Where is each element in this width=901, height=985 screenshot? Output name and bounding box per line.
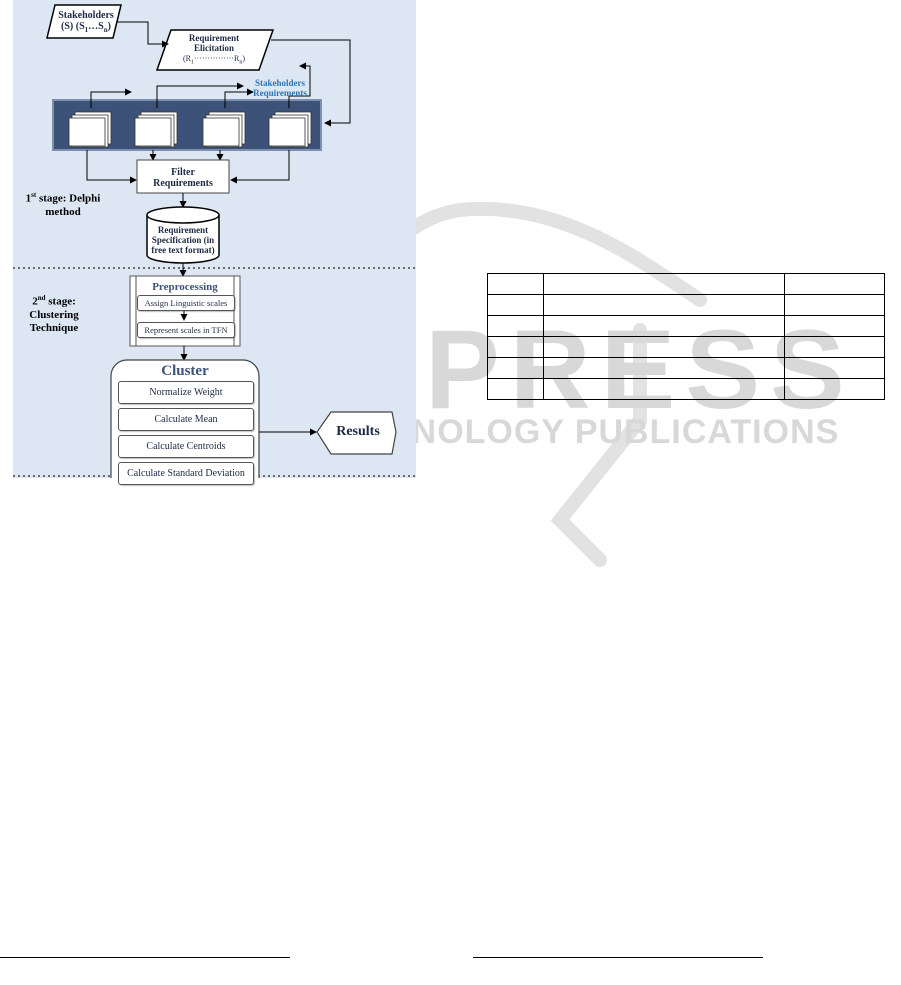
table-cell [487,315,544,337]
table-cell [784,378,885,400]
footnote-rule-right [473,957,763,958]
table-row [487,336,885,358]
stakeholders-label: Stakeholders [58,10,114,21]
table-cell [784,294,885,316]
table-row [487,294,885,316]
elicitation-label-2: Elicitation [194,42,234,53]
represent-tfn-step: Represent scales in TFN [137,322,235,338]
results-shape [316,411,397,455]
table-cell [487,336,544,358]
spec-label-2: Specification (in [151,234,215,245]
elicitation-shape [155,29,275,71]
stakeholders-requirements-1: Stakeholders [254,78,305,88]
normalize-weight-step: Normalize Weight [118,381,254,404]
table-row [487,357,885,379]
cluster-title: Cluster [161,363,209,379]
table-cell [784,336,885,358]
table-row [487,378,885,400]
table-row [487,273,885,295]
table-cell [542,315,786,337]
stakeholders-set: (S) (S1…Sn) [61,21,111,34]
empty-table [487,273,885,400]
table-cell [542,273,786,295]
calculate-std-dev-step: Calculate Standard Deviation [118,462,254,485]
table-cell [487,357,544,379]
methodology-figure: Stakeholders (S) (S1…Sn) Requirement Eli… [13,0,416,485]
stage2-label: 2nd stage: Clustering Technique [29,294,79,335]
table-cell [487,294,544,316]
filter-box [136,159,230,194]
table-cell [542,294,786,316]
table-cell [487,378,544,400]
table-cell [784,357,885,379]
elicitation-range: (R1···············Rn) [183,53,245,66]
filter-label-1: Filter [171,167,195,178]
table-cell [542,378,786,400]
table-cell [784,315,885,337]
results-label: Results [336,424,380,439]
table-cell [542,336,786,358]
calculate-centroids-step: Calculate Centroids [118,435,254,458]
preprocessing-title: Preprocessing [152,281,218,293]
stage1-label: 1st stage: Delphi method [25,191,101,218]
spec-label-3: free text format) [151,244,215,255]
footnote-rule-left [0,957,290,958]
table-cell [784,273,885,295]
elicitation-label-1: Requirement [188,33,240,43]
assign-scales-step: Assign Linguistic scales [137,295,235,311]
calculate-mean-step: Calculate Mean [118,408,254,431]
table-cell [542,357,786,379]
specification-cylinder [146,215,220,264]
table-row [487,315,885,337]
spec-label-1: Requirement [157,225,209,235]
table-cell [487,273,544,295]
filter-label-2: Requirements [153,178,213,189]
stakeholders-shape [46,4,122,39]
stakeholders-requirements-2: Requirements [253,87,307,98]
